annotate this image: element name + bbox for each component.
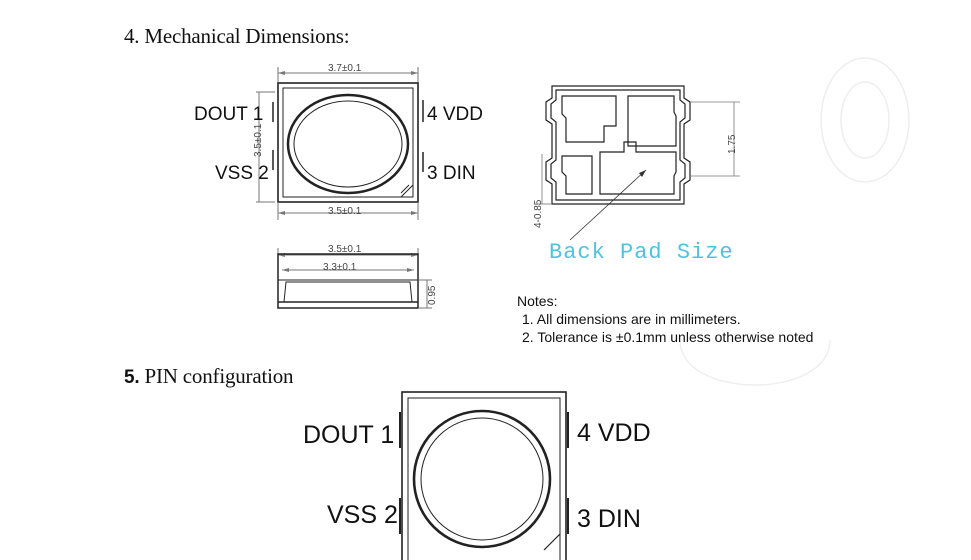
back-pad-drawing <box>538 85 740 241</box>
pin-config-label-din: 3 DIN <box>577 505 641 533</box>
pin-label-vss: VSS 2 <box>215 163 269 184</box>
pin-label-dout: DOUT 1 <box>194 104 264 125</box>
section-number: 5. <box>124 367 140 388</box>
side-view-drawing <box>277 248 432 309</box>
side-height-dimension: 3.5±0.1 <box>253 123 264 157</box>
pin-label-vdd: 4 VDD <box>427 104 483 125</box>
pad-pitch-dimension: 1.75 <box>727 134 738 154</box>
pin-config-label-vss: VSS 2 <box>327 501 398 529</box>
back-pad-caption: Back Pad Size <box>549 240 734 265</box>
note-item: 1. All dimensions are in millimeters. <box>522 311 741 327</box>
pin-configuration-drawing <box>399 391 569 560</box>
notes-block: Notes: 1. All dimensions are in millimet… <box>517 292 813 346</box>
profile-height-dimension: 0.95 <box>427 285 438 305</box>
pin-config-label-vdd: 4 VDD <box>577 419 651 447</box>
bottom-width-dimension: 3.5±0.1 <box>328 206 362 217</box>
notes-heading: Notes: <box>517 293 558 309</box>
mechanical-dimensions-title: 4. Mechanical Dimensions: <box>124 24 350 48</box>
pad-width-dimension: 4-0.85 <box>533 199 544 228</box>
top-view-drawing <box>256 67 424 220</box>
profile-inner-width-dimension: 3.3±0.1 <box>323 262 357 273</box>
profile-outer-width-dimension: 3.5±0.1 <box>328 244 362 255</box>
watermark-logo <box>679 57 910 386</box>
pin-label-din: 3 DIN <box>427 163 476 184</box>
pin-config-label-dout: DOUT 1 <box>303 421 395 449</box>
note-item: 2. Tolerance is ±0.1mm unless otherwise … <box>522 329 814 345</box>
section-title-text: PIN configuration <box>144 364 294 388</box>
pin-configuration-title: 5. PIN configuration <box>124 364 294 389</box>
top-width-dimension: 3.7±0.1 <box>328 63 362 74</box>
